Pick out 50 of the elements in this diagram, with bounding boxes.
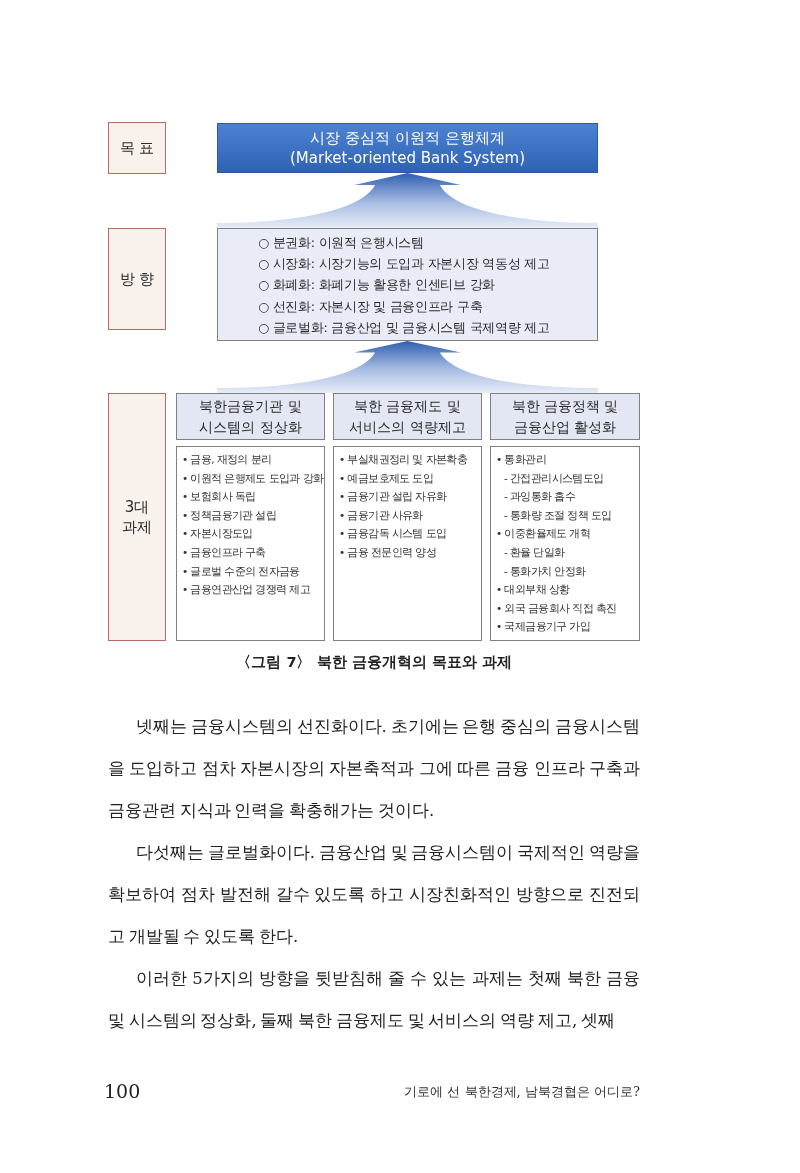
task-item: - 통화량 조절 정책 도입 [503, 507, 613, 523]
direction-item: ○ 글로벌화: 금융산업 및 금융시스템 국제역량 제고 [258, 318, 551, 337]
task-item: • 금융, 재정의 분리 [182, 452, 273, 467]
task-item: • 금융감독 시스템 도입 [339, 526, 448, 542]
task-list-panel [176, 446, 325, 641]
body-paragraph: 다섯째는 글로벌화이다. 금융산업 및 금융시스템이 국제적인 역량을 확보하여 점차 발전해 갈수 있도록 하고 시장친화적인 방향으로 진전되고 개발될 수 있도록 한다. [108, 842, 640, 948]
direction-item: ○ 시장화: 시장기능의 도입과 자본시장 역동성 제고 [258, 255, 551, 274]
row-heading: 방 향 [108, 228, 166, 330]
task-item: - 간접관리시스템도입 [503, 470, 605, 486]
task-header: 북한 금융정책 및 금융산업 활성화 [490, 393, 640, 440]
task-item: • 통화관리 [496, 452, 547, 467]
arrow [217, 341, 598, 393]
task-item: • 이중환율제도 개혁 [496, 526, 592, 542]
direction-item: ○ 분권화: 이원적 은행시스템 [258, 234, 425, 252]
task-item: • 글로벌 수준의 전자금융 [182, 563, 301, 579]
task-list-panel [490, 446, 640, 641]
task-item: • 금융연관산업 경쟁력 제고 [182, 582, 312, 598]
goal-subtitle: (Market-oriented Bank System) [290, 148, 525, 168]
task-item: • 부실채권정리 및 자본확충 [339, 452, 469, 467]
task-list-panel [333, 446, 482, 641]
task-item: • 금융기관 사유화 [339, 507, 424, 523]
arrow [217, 173, 598, 228]
task-item: • 국제금융기구 가입 [496, 619, 592, 635]
task-item: - 환율 단일화 [503, 544, 566, 560]
task-item: • 이원적 은행제도 도입과 강화 [182, 470, 324, 486]
direction-item: ○ 선진화: 자본시장 및 금융인프라 구축 [258, 297, 484, 316]
task-item: • 보험회사 독립 [182, 489, 257, 505]
task-item: • 금융인프라 구축 [182, 544, 267, 560]
task-item: • 자본시장도입 [182, 526, 254, 542]
task-item: - 과잉통화 흡수 [503, 489, 577, 505]
task-item: • 정책금융기관 설립 [182, 507, 278, 523]
task-item: • 금융기관 설립 자유화 [339, 489, 448, 505]
task-header: 북한 금융제도 및 서비스의 역량제고 [333, 393, 482, 440]
page-number: 100 [104, 1079, 141, 1104]
running-footer: 기로에 선 북한경제, 남북경협은 어디로? [404, 1083, 640, 1101]
task-item: • 예금보호제도 도입 [339, 470, 435, 486]
task-item: - 통화가치 안정화 [503, 563, 587, 579]
goal-box [217, 123, 598, 173]
body-paragraph: 이러한 5가지의 방향을 뒷받침해 줄 수 있는 과제는 첫째 북한 금융 및 시스템의 정상화, 둘째 북한 금융제도 및 서비스의 역량 제고, 셋째 [108, 968, 640, 1032]
task-item: • 외국 금융회사 직접 촉진 [496, 600, 618, 616]
direction-panel [217, 228, 598, 341]
task-item: • 대외부채 상황 [496, 582, 571, 598]
figure-caption: 〈그림 7〉 북한 금융개혁의 목표와 과제 [235, 653, 513, 672]
row-heading: 목 표 [108, 122, 166, 174]
direction-item: ○ 화폐화: 화폐기능 활용한 인센티브 강화 [258, 276, 496, 295]
row-heading: 3대 과제 [108, 393, 166, 641]
goal-title: 시장 중심적 이원적 은행체계 [310, 128, 505, 148]
body-paragraph: 넷째는 금융시스템의 선진화이다. 초기에는 은행 중심의 금융시스템을 도입하고 점차 자본시장의 자본축적과 그에 따른 금융 인프라 구축과 금융관련 지식과 인력을 확충해가는 것이다. [108, 716, 640, 822]
task-item: • 금융 전문인력 양성 [339, 544, 437, 560]
task-header: 북한금융기관 및 시스템의 정상화 [176, 393, 325, 440]
